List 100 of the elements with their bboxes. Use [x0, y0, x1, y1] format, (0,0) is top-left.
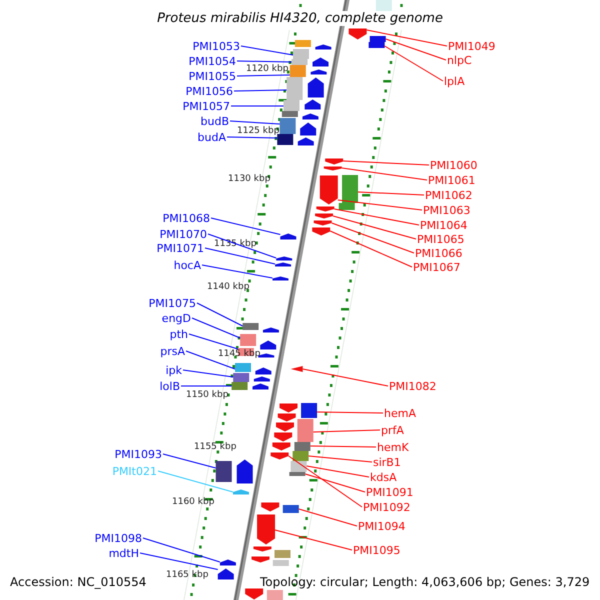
leader-line [331, 222, 414, 254]
leader-line [140, 552, 218, 570]
gene-block [376, 0, 392, 12]
leader-line [304, 474, 366, 492]
gene-label: PMI1067 [413, 260, 460, 274]
gene-label: PMI1054 [188, 54, 236, 68]
gene-block [338, 203, 355, 210]
leader-line [208, 234, 277, 258]
leader-line [210, 218, 281, 235]
gene-label: PMI1065 [417, 232, 464, 246]
gene-label: PMI1091 [366, 486, 414, 498]
gene-block [276, 422, 294, 432]
gene-label: PMI1063 [423, 204, 470, 216]
leader-line [337, 200, 422, 210]
gene-block [312, 58, 329, 66]
leader-line [298, 508, 358, 526]
gene-label: lplA [444, 74, 465, 88]
gene-block [315, 44, 332, 50]
gene-label: mdtH [108, 546, 139, 560]
gene-block [257, 514, 276, 544]
gene-block [252, 384, 268, 390]
gene-label: prsA [160, 344, 185, 358]
gene-label: hemK [377, 440, 409, 454]
leader-line [240, 46, 294, 56]
gene-block [232, 490, 249, 494]
gene-block [312, 228, 330, 236]
gene-block [294, 442, 310, 451]
gene-label: PMI1061 [428, 174, 476, 186]
gene-block [272, 276, 288, 280]
position-label: 1140 kbp [207, 282, 250, 292]
leader-line [332, 216, 416, 240]
gene-label: prfA [381, 424, 404, 436]
gene-block [298, 138, 314, 146]
position-label: 1160 kbp [172, 497, 214, 507]
gene-block [253, 546, 272, 552]
gene-block [245, 588, 264, 600]
gene-block [342, 175, 358, 203]
gene-block [270, 452, 289, 460]
gene-label: PMI1094 [358, 520, 406, 532]
gene-block [308, 78, 324, 98]
gene-block [294, 40, 311, 47]
leader-line [308, 456, 372, 462]
leader-line [236, 60, 292, 62]
leader-line [288, 456, 362, 508]
gene-block [274, 550, 290, 558]
gene-block [242, 323, 259, 330]
gene-block [266, 590, 283, 600]
leader-line [182, 370, 234, 378]
gene-label: PMI1095 [353, 544, 400, 556]
gene-block [297, 419, 314, 442]
gene-label: PMI1093 [114, 448, 162, 460]
leader-line [162, 454, 216, 468]
leader-line [204, 248, 276, 264]
gene-block [275, 262, 292, 266]
accession-text: Accession: NC_010554 [10, 575, 146, 589]
leader-line [188, 334, 238, 350]
gene-block [216, 461, 232, 482]
leader-line [312, 430, 380, 432]
gene-block [368, 42, 385, 48]
leader-line [342, 160, 430, 166]
gene-block [240, 334, 256, 346]
position-label: 1155 kbp [194, 442, 236, 452]
leader-line [316, 412, 384, 414]
gene-block [262, 328, 279, 332]
gene-label: budA [198, 130, 226, 144]
leader-line [306, 466, 370, 478]
gene-block [277, 134, 294, 145]
gene-block [348, 28, 367, 40]
gene-label: kdsA [370, 470, 397, 484]
gene-block [290, 366, 303, 372]
gene-label: sirB1 [373, 456, 401, 468]
gene-block [254, 376, 270, 382]
gene-block [280, 234, 296, 240]
gene-label: PMIt021 [112, 464, 157, 478]
gene-label: PMI1082 [389, 380, 436, 392]
gene-block [282, 111, 298, 117]
gene-block [282, 505, 299, 513]
gene-label: PMI1092 [363, 500, 410, 514]
gene-label: ipk [166, 364, 182, 376]
gene-block [310, 70, 327, 74]
gene-block [290, 65, 306, 77]
position-label: 1130 kbp [228, 174, 270, 184]
gene-label: engD [162, 312, 191, 324]
gene-label: PMI1055 [188, 70, 236, 82]
gene-block [325, 158, 344, 164]
gene-block [261, 502, 280, 512]
gene-label: PMI1071 [156, 242, 204, 254]
gene-block [290, 461, 307, 472]
leader-line [384, 46, 444, 82]
gene-label: PMI1060 [430, 158, 478, 172]
gene-block [283, 100, 300, 111]
gene-block [304, 100, 321, 110]
gene-block [314, 220, 332, 226]
leader-line [196, 302, 244, 326]
gene-block [218, 568, 234, 580]
position-label: 1135 kbp [214, 239, 256, 249]
gene-block [232, 382, 248, 390]
gene-block [324, 166, 342, 170]
leader-line [334, 208, 420, 226]
leader-line [236, 74, 290, 76]
